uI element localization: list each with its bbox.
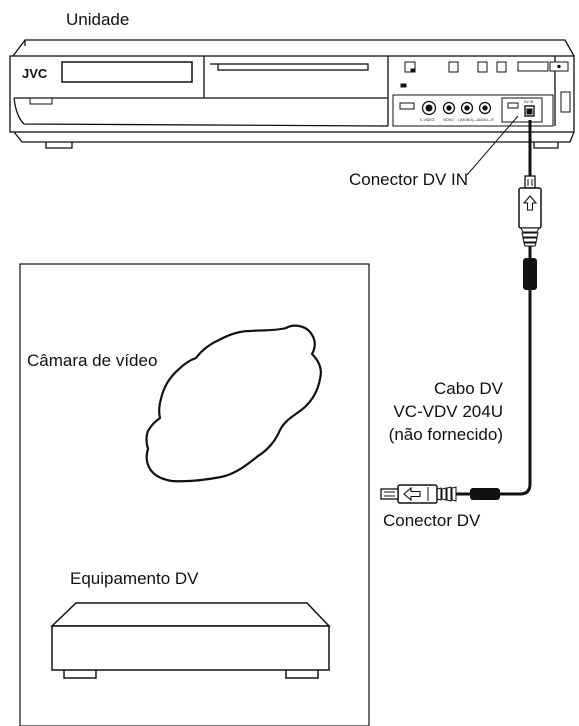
device-box: [19, 263, 370, 726]
dv-in-connector-label: Conector DV IN: [349, 170, 469, 189]
camcorder-label: Câmara de vídeo: [27, 351, 158, 370]
audio-label: L(MONO)—AUDIO—R: [458, 118, 494, 122]
cable-label-line3: (não fornecido): [388, 425, 503, 444]
dv-equipment-device: [50, 602, 331, 679]
dv-in-leader-line: [466, 115, 519, 176]
arrow-up-icon: [522, 195, 538, 211]
video-label: VIDEO: [443, 118, 454, 122]
recorder-unit: [9, 39, 575, 149]
dv-equipment-label: Equipamento DV: [70, 569, 199, 588]
cable-label-line2: VC-VDV 204U: [393, 402, 503, 421]
unit-label: Unidade: [66, 10, 130, 29]
front-buttons: [400, 61, 569, 88]
front-jack-panel: [392, 94, 554, 127]
dv-connector-label: Conector DV: [383, 511, 481, 530]
cable-label-line1: Cabo DV: [434, 379, 503, 398]
brand-logo: JVC: [22, 66, 48, 81]
svideo-label: S-VIDEO: [420, 118, 435, 122]
camcorder-outline: [145, 324, 322, 483]
dv-in-panel-label: DV IN: [524, 100, 534, 104]
arrow-left-icon: [403, 486, 421, 502]
